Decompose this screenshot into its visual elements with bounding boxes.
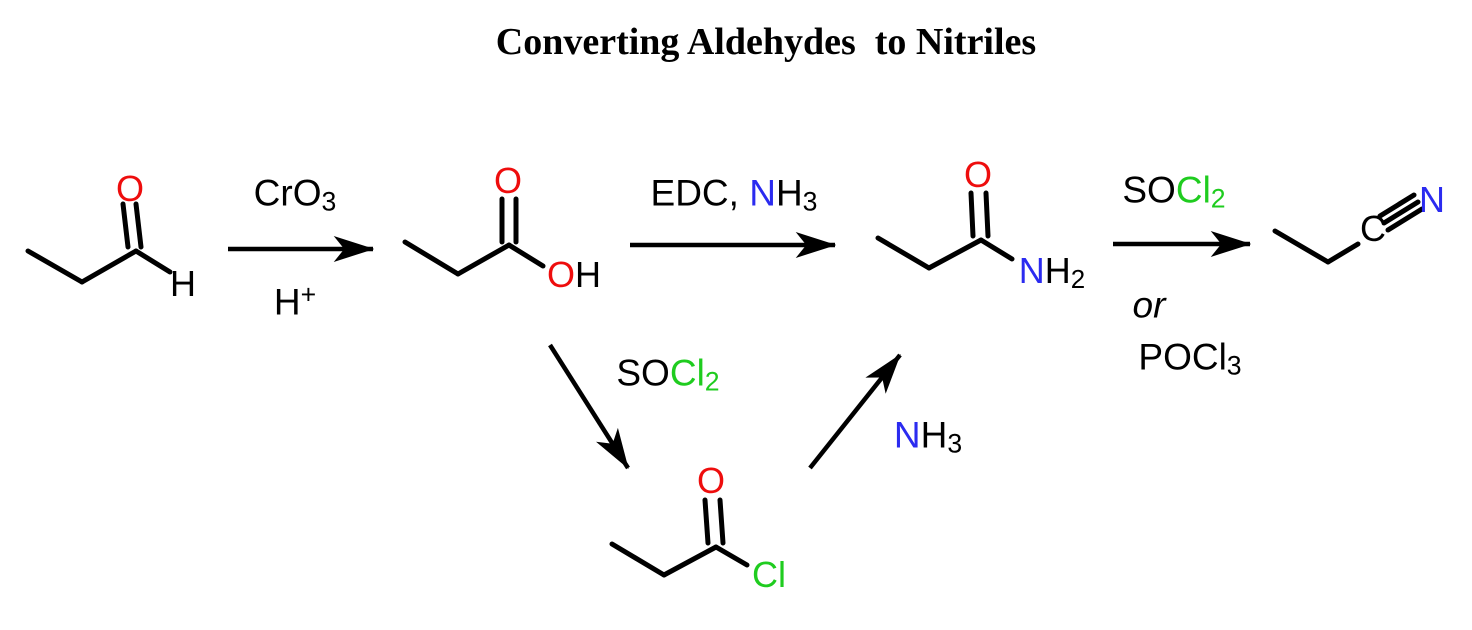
socl2-subscript: 2 [1210,183,1226,214]
triple-bond [1385,206,1425,233]
socl2-alt-subscript: 2 [704,366,720,397]
bond [609,541,667,578]
socl2-top-label: SOCl2 [1122,169,1225,213]
nh3-alt-subscript: 3 [947,428,963,459]
bond [506,242,546,269]
triple-bond [1381,199,1421,226]
hplus-superscript: + [300,279,317,310]
pocl3-subscript: 3 [1226,350,1242,381]
nh3-nitrogen: N [749,172,776,214]
pocl3-main: POCl [1138,336,1227,378]
nitrile-n-label: N [1419,179,1445,220]
hplus-main: H [273,281,301,323]
or-label: or [1132,284,1166,326]
nh3-alt-hydrogen: H [920,414,948,456]
oh-hydrogen: H [575,254,602,295]
cro3-subscript: 3 [321,186,337,217]
propanoic-acid-skeleton [402,196,546,277]
pocl3-label: POCl3 [1138,336,1241,380]
propanamide-skeleton [875,190,1015,271]
bond [402,239,461,277]
cro3-main: CrO [253,172,322,214]
nh3-hydrogen: H [775,172,803,214]
nh3-alt-label: NH3 [893,414,962,458]
chloride-cl-label: Cl [752,554,786,595]
bond [1325,241,1361,265]
bond [661,544,719,578]
amide-carbonyl-o-label: O [963,154,993,195]
double-bond [702,497,711,546]
bond [133,248,173,275]
bond [25,248,85,285]
bond [79,248,139,285]
propanenitrile-skeleton [1272,192,1425,265]
bond [455,242,512,277]
propanoyl-chloride-skeleton [609,497,750,578]
bond [978,237,1015,262]
amide-nitrogen: N [1018,250,1045,291]
nh3-subscript: 3 [802,186,818,217]
chloride-carbonyl-o-label: O [696,460,726,501]
double-bond [968,190,976,239]
nh3-alt-nitrogen: N [893,414,921,456]
edc-text: EDC, [650,172,750,214]
socl2-cl: Cl [1175,169,1211,211]
acid-carbonyl-o-label: O [493,160,523,201]
socl2-alt-cl: Cl [669,352,705,394]
socl2-alt-so: SO [616,352,670,394]
acid-oh-label: OH [547,257,601,293]
edc-nh3-label: EDC, NH3 [650,172,818,216]
amide-hydrogen: H [1044,250,1071,291]
hplus-label: H+ [273,281,316,323]
propanal-h-label: H [170,263,196,304]
reaction-arrows [228,231,1252,470]
amide-nh2-label: NH2 [1018,250,1085,294]
socl2-alt-label: SOCl2 [616,352,719,396]
propanal-carbonyl-o-label: O [115,168,145,209]
propanal-skeleton [25,201,173,285]
cro3-label: CrO3 [253,172,337,216]
double-bond [120,201,131,250]
double-bond [983,190,991,239]
double-bond [133,201,144,250]
nitrile-c-label: C [1360,208,1386,249]
socl2-so: SO [1122,169,1176,211]
arrow-aminolysis [808,353,902,470]
triple-bond [1377,192,1417,219]
bond [926,237,984,271]
scheme-title: Converting Aldehydes to Nitriles [495,21,1037,63]
bond [875,235,932,271]
arrow-chlorination [548,343,630,470]
bond [1272,228,1331,265]
double-bond [717,497,726,546]
oh-oxygen: O [546,254,576,295]
amide-h-subscript: 2 [1070,266,1086,295]
bond [713,544,750,568]
